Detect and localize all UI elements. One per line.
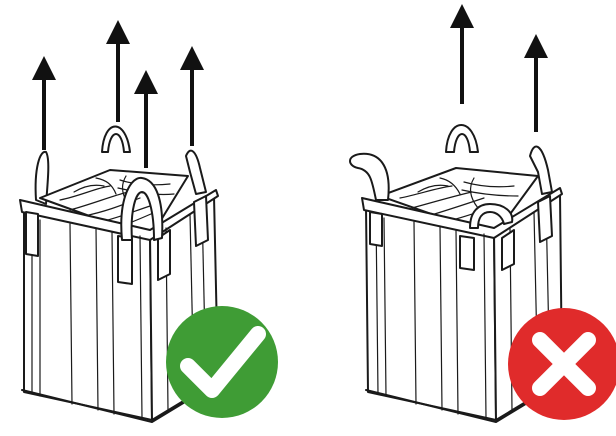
strap-front-right <box>460 236 474 270</box>
lift-arrows-incorrect <box>450 4 548 132</box>
arrow-up-icon <box>134 70 158 168</box>
strap-side-back <box>194 196 208 246</box>
cross-mark-icon <box>508 308 616 420</box>
lift-arrows-correct <box>32 20 204 168</box>
back-left-loop <box>102 127 130 153</box>
strap-side-front <box>502 230 514 270</box>
arrow-up-icon <box>450 4 474 104</box>
right-loop <box>186 151 206 194</box>
arrow-up-icon <box>524 34 548 132</box>
strap-front-right <box>118 236 132 284</box>
arrow-up-icon <box>106 20 130 122</box>
drooping-loop <box>350 154 389 200</box>
check-mark-icon <box>166 306 278 418</box>
back-loop-lifted <box>446 125 478 152</box>
right-loop-lifted <box>530 147 552 194</box>
arrow-up-icon <box>180 46 204 146</box>
strap-side-back <box>538 196 552 242</box>
arrow-up-icon <box>32 56 56 150</box>
strap-front-left <box>26 212 38 256</box>
strap-front-left <box>370 212 382 246</box>
